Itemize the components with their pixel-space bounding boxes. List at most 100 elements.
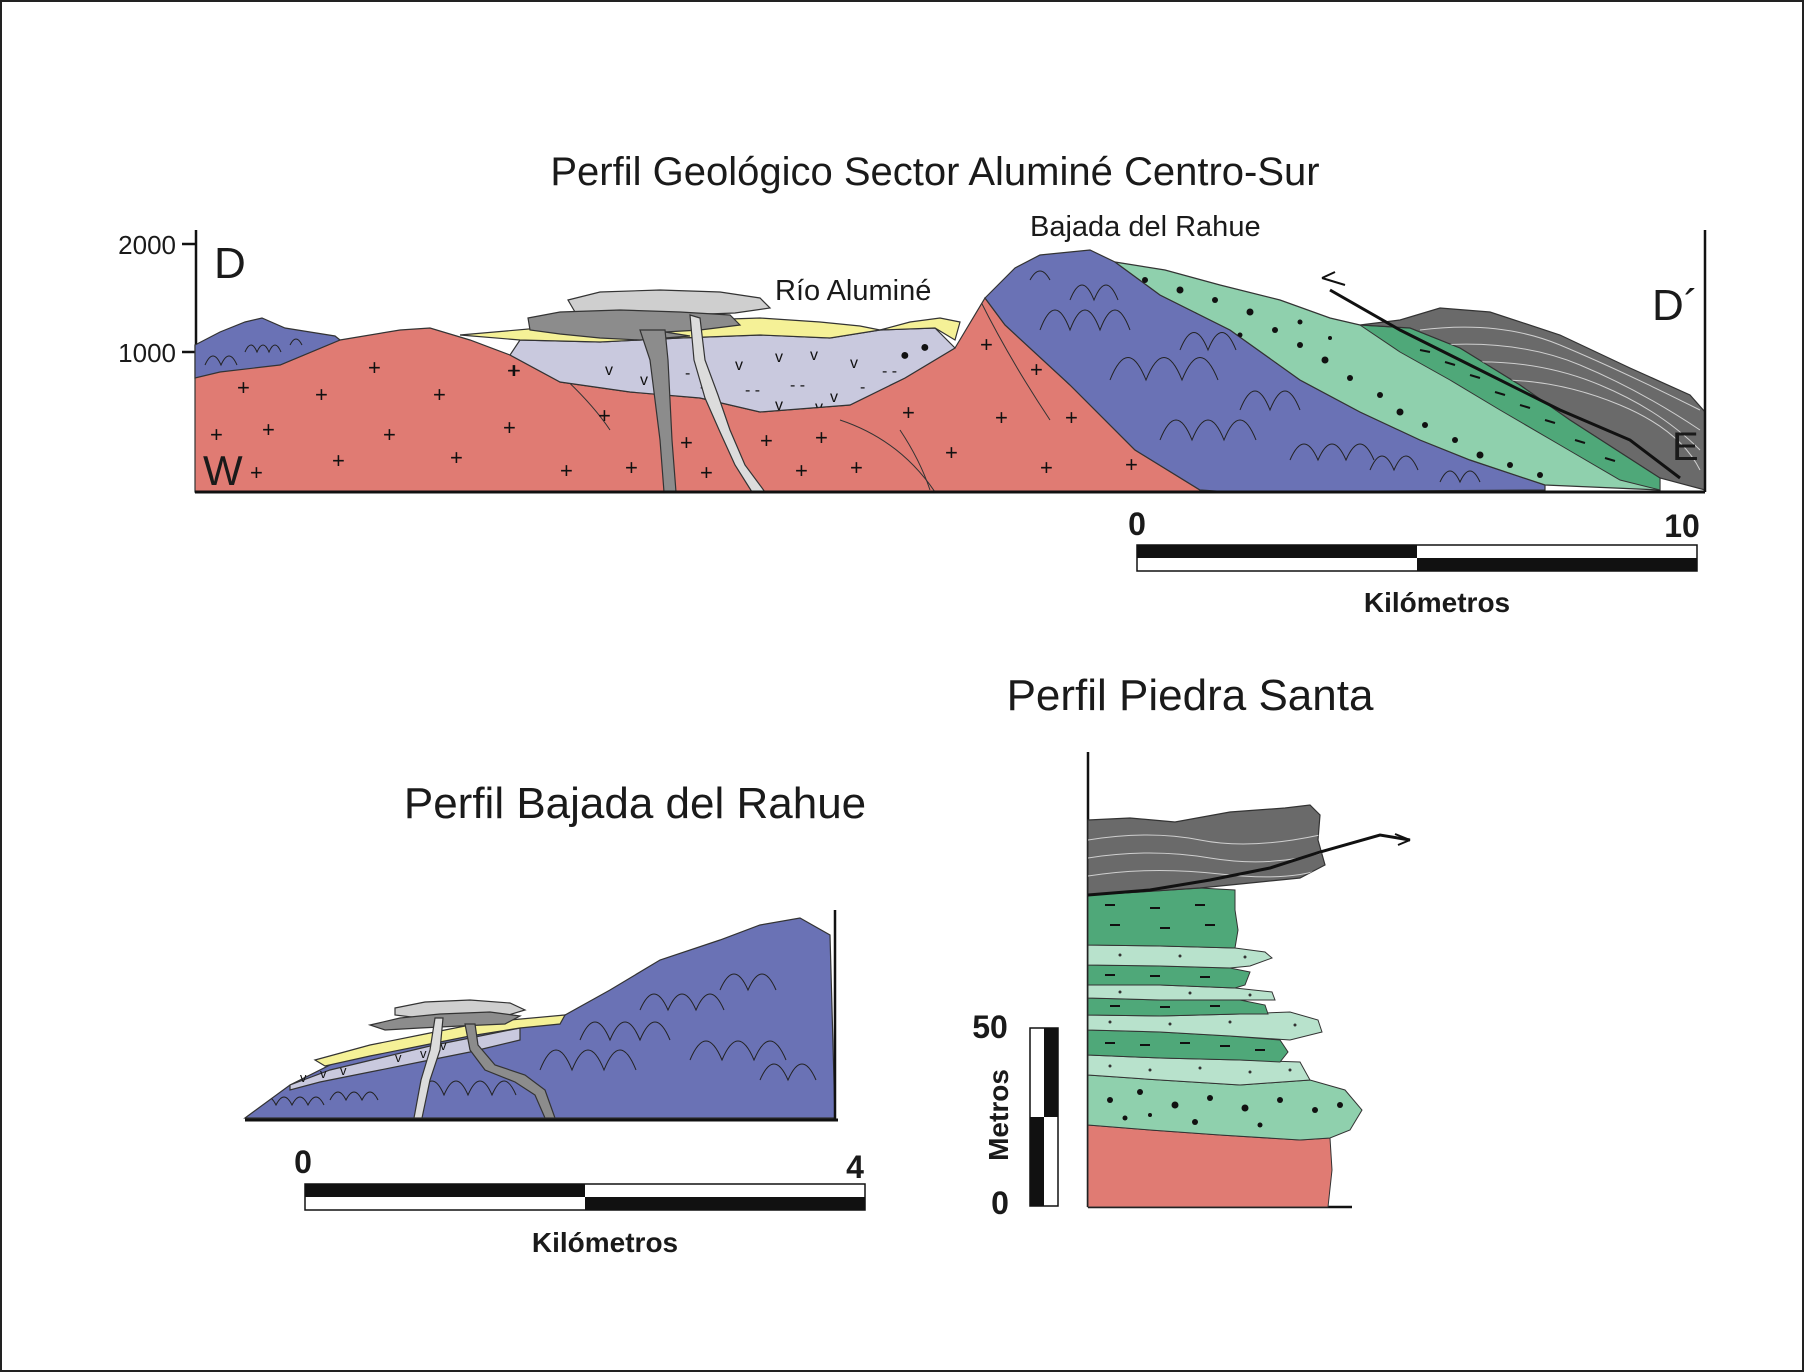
piedra-layer-dark-4 [1087,887,1239,949]
piedra-shale-dashes [1105,904,1265,1051]
svg-text:+: + [433,382,446,407]
svg-text:+: + [700,460,713,485]
piedra-layer-dark-3 [1087,964,1251,989]
svg-text:+: + [902,400,915,425]
rahue-gray-feeder-dike [464,1023,556,1119]
label-E: E [1672,425,1699,469]
svg-text:+: + [815,425,828,450]
svg-text:v: v [735,357,743,374]
svg-text:+: + [503,415,516,440]
label-D: D [214,239,246,288]
svg-text:+: + [450,445,463,470]
main-thrust-fault [1329,288,1681,480]
label-rio-alumine: Río Aluminé [775,275,931,307]
main-scale-start: 0 [1128,506,1146,542]
piedra-scale-top: 50 [972,1009,1008,1045]
label-bajada-rahue: Bajada del Rahue [1030,211,1261,243]
rahue-volcanic-unit [289,1027,521,1091]
svg-text:-: - [685,365,690,382]
fault-arrow-icon [1321,271,1346,286]
svg-text:- -: - - [790,377,805,394]
svg-text:+: + [795,458,808,483]
svg-text:v: v [440,1038,447,1053]
rahue-scale-start: 0 [294,1144,312,1180]
svg-text:v: v [775,397,783,414]
svg-text:+: + [995,405,1008,430]
svg-text:- -: - - [882,363,897,380]
svg-text:+: + [625,455,638,480]
svg-text:+: + [332,448,345,473]
svg-text:+: + [1030,357,1043,382]
piedra-layer-pale-3 [1087,984,1276,1001]
svg-text:+: + [1040,455,1053,480]
svg-text:+: + [1125,452,1138,477]
yellow-unit-east [879,317,961,341]
rahue-scale-bar [304,1183,866,1211]
granite-cross-symbols: +++++ +++++ +++++ +++++ +++++ +++++ [210,332,1138,485]
svg-text:+: + [850,455,863,480]
svg-text:v: v [420,1046,427,1061]
svg-text:+: + [250,460,263,485]
axis-tick-2000: 2000 [118,230,176,260]
svg-text:v: v [605,362,613,379]
svg-text:+: + [980,332,993,357]
piedra-scale-bar [1029,1027,1059,1207]
svg-text:+: + [368,355,381,380]
label-W: W [203,447,243,494]
piedra-profile-title: Perfil Piedra Santa [1007,671,1374,720]
rahue-light-feeder-dike [413,1017,444,1119]
svg-text:v: v [850,355,858,372]
svg-text:- -: - - [745,382,760,399]
dark-gray-bedding [1419,326,1701,471]
rahue-scale-unit: Kilómetros [532,1227,678,1258]
svg-text:v: v [395,1050,402,1065]
rahue-scale-end: 4 [846,1149,864,1185]
main-profile-title: Perfil Geológico Sector Aluminé Centro-S… [550,150,1319,194]
svg-text:+: + [262,417,275,442]
svg-text:+: + [1065,405,1078,430]
svg-text:+: + [598,403,611,428]
svg-text:v: v [320,1066,327,1081]
svg-text:v: v [300,1070,307,1085]
piedra-fault-arrow-icon [1394,833,1411,846]
main-scale-unit: Kilómetros [1364,587,1510,618]
metamorphic-east-folds [1029,270,1481,484]
svg-text:v: v [775,349,783,366]
piedra-sand-dots [1108,953,1297,1074]
svg-text:-: - [860,379,865,396]
metamorphic-west-folds [204,338,303,367]
svg-text:v: v [340,1063,347,1078]
main-scale-end: 10 [1664,508,1700,544]
axis-tick-1000: 1000 [118,338,176,368]
main-profile-axis [182,230,198,492]
rahue-metamorphic-folds [259,973,817,1107]
piedra-scale-bottom: 0 [991,1185,1009,1221]
svg-text:+: + [560,458,573,483]
svg-text:●: ● [920,339,930,356]
rahue-profile-title: Perfil Bajada del Rahue [404,779,866,828]
svg-text:+: + [680,430,693,455]
svg-text:●: ● [900,347,910,364]
svg-text:+: + [315,382,328,407]
svg-text:+: + [508,358,521,383]
svg-text:+: + [383,422,396,447]
piedra-scale-unit: Metros [983,1069,1014,1161]
rahue-gray-flow-dark [367,1011,522,1031]
gray-flow-dark [527,309,742,341]
piedra-gray-layer [1087,804,1326,896]
svg-text:+: + [760,428,773,453]
piedra-thrust-fault [1087,833,1411,897]
main-scale-bar [1136,544,1698,572]
piedra-conglomerate-dots [1107,1089,1343,1128]
svg-text:v: v [815,399,823,416]
piedra-gray-bedding [1088,834,1325,878]
svg-text:+: + [507,358,520,383]
svg-text:v: v [810,347,818,364]
svg-text:+: + [237,375,250,400]
label-D-prime: D´ [1652,281,1698,330]
green-shale-dashes [1419,349,1616,462]
svg-text:v: v [830,389,838,406]
